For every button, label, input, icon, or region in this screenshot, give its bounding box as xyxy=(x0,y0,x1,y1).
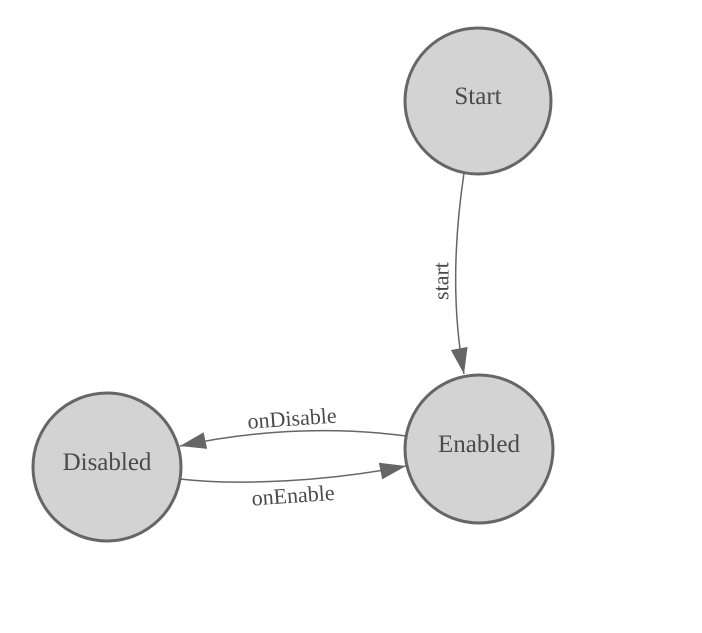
transition-edge-disabled-to-enabled xyxy=(179,462,407,483)
state-node-start xyxy=(403,26,553,176)
state-node-label-start: Start xyxy=(454,83,501,110)
state-node-label-enabled: Enabled xyxy=(438,431,520,458)
transition-edge-start-to-enabled xyxy=(450,172,468,375)
edge-labels-layer: start onDisable onEnable xyxy=(247,262,454,511)
transition-edge-enabled-to-disabled xyxy=(179,429,407,449)
edge-label-disabled-to-enabled: onEnable xyxy=(251,480,336,511)
state-node-disabled xyxy=(31,391,183,543)
edges-layer xyxy=(179,172,468,483)
edge-label-enabled-to-disabled: onDisable xyxy=(247,403,338,434)
state-node-label-disabled: Disabled xyxy=(63,449,152,476)
state-node-enabled xyxy=(403,373,555,525)
edge-label-start-to-enabled: start xyxy=(429,262,454,300)
